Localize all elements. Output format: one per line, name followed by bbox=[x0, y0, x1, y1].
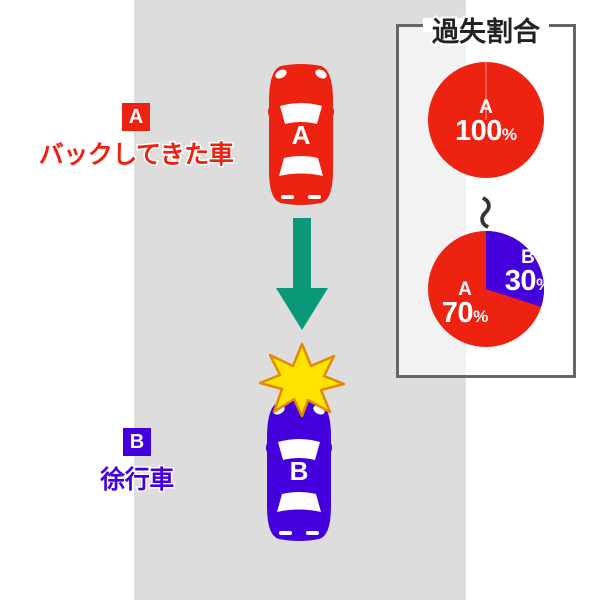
range-separator: 〜 bbox=[464, 195, 503, 230]
vehicle-b-icon: B bbox=[266, 400, 332, 541]
panel-title-mask bbox=[423, 18, 549, 32]
pie-chart-bottom bbox=[428, 231, 544, 347]
collision-burst-icon bbox=[258, 342, 346, 418]
vehicle-a-badge: A bbox=[122, 103, 150, 131]
vehicle-a-description: バックしてきた車 bbox=[37, 140, 235, 171]
vehicle-b-label: B 徐行車 bbox=[62, 428, 212, 496]
vehicle-b-description: 徐行車 bbox=[99, 465, 176, 496]
vehicle-a-marking: A bbox=[292, 120, 311, 150]
movement-direction-arrow bbox=[276, 218, 328, 330]
panel-title: 過失割合 bbox=[430, 15, 542, 49]
pie-chart-top bbox=[428, 62, 544, 178]
vehicle-b-marking: B bbox=[290, 456, 309, 486]
vehicle-a-icon: A bbox=[268, 64, 334, 205]
vehicle-a-label: A バックしてきた車 bbox=[16, 103, 256, 171]
vehicle-b-badge: B bbox=[123, 428, 151, 456]
